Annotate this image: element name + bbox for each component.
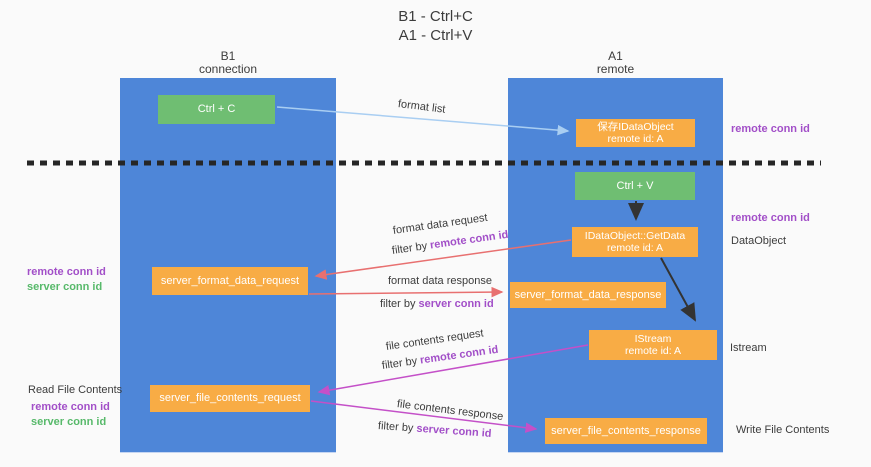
right-column-subtitle: remote <box>596 62 635 76</box>
label-filter-by-server-1: filter by server conn id <box>380 298 494 310</box>
label-read-file-contents: Read File Contents <box>28 384 123 396</box>
remote-conn-id-text: remote conn id <box>419 343 500 367</box>
server-conn-id-text: server conn id <box>416 422 492 440</box>
node-idataobject-getdata[interactable]: IDataObject::GetData remote id: A <box>572 227 698 257</box>
filter-prefix: filter by <box>380 298 419 310</box>
label-write-file-contents: Write File Contents <box>736 424 830 436</box>
node-idataobject-getdata-line1: IDataObject::GetData <box>584 230 686 242</box>
node-istream-line2: remote id: A <box>624 345 682 357</box>
label-istream: Istream <box>730 342 767 354</box>
remote-conn-id-text: remote conn id <box>429 228 510 252</box>
node-ctrl-c[interactable]: Ctrl + C <box>158 95 275 124</box>
label-dataobject: DataObject <box>731 235 787 247</box>
label-left-server-conn-id-mid: server conn id <box>27 281 103 293</box>
label-format-list: format list <box>397 98 447 116</box>
node-server-format-data-response[interactable]: server_format_data_response <box>510 282 666 308</box>
node-save-idataobject-line2: remote id: A <box>607 133 664 145</box>
node-server-file-contents-request[interactable]: server_file_contents_request <box>150 385 310 412</box>
left-column-header: B1 connection <box>120 50 336 76</box>
filter-prefix: filter by <box>391 239 431 257</box>
right-column-name: A1 <box>608 49 623 63</box>
filter-prefix: filter by <box>381 354 421 372</box>
right-column-header: A1 remote <box>508 50 723 76</box>
label-right-remote-conn-id-top: remote conn id <box>731 123 810 135</box>
left-column-subtitle: connection <box>198 62 258 76</box>
node-istream[interactable]: IStream remote id: A <box>589 330 717 360</box>
diagram-title: B1 - Ctrl+C A1 - Ctrl+V <box>0 7 871 45</box>
node-ctrl-v[interactable]: Ctrl + V <box>575 172 695 200</box>
node-idataobject-getdata-line2: remote id: A <box>606 242 664 254</box>
title-line-2: A1 - Ctrl+V <box>398 27 473 44</box>
label-file-contents-response: file contents response <box>396 398 504 423</box>
label-left-server-conn-id-bottom: server conn id <box>31 416 107 428</box>
label-left-remote-conn-id-mid: remote conn id <box>27 266 106 278</box>
arrow-format-data-response <box>308 286 504 298</box>
title-line-1: B1 - Ctrl+C <box>398 8 473 25</box>
label-left-remote-conn-id-bottom: remote conn id <box>31 401 110 413</box>
node-save-idataobject[interactable]: 保存IDataObject remote id: A <box>576 119 695 147</box>
node-server-format-data-request[interactable]: server_format_data_request <box>152 267 308 295</box>
node-istream-line1: IStream <box>634 333 672 345</box>
label-filter-by-server-2: filter by server conn id <box>378 420 492 440</box>
left-column-name: B1 <box>220 49 236 63</box>
label-right-remote-conn-id-mid: remote conn id <box>731 212 810 224</box>
node-server-file-contents-response[interactable]: server_file_contents_response <box>545 418 707 444</box>
node-save-idataobject-line1: 保存IDataObject <box>597 121 674 133</box>
server-conn-id-text: server conn id <box>418 298 494 310</box>
label-format-data-response: format data response <box>388 275 492 287</box>
filter-prefix: filter by <box>377 420 417 435</box>
